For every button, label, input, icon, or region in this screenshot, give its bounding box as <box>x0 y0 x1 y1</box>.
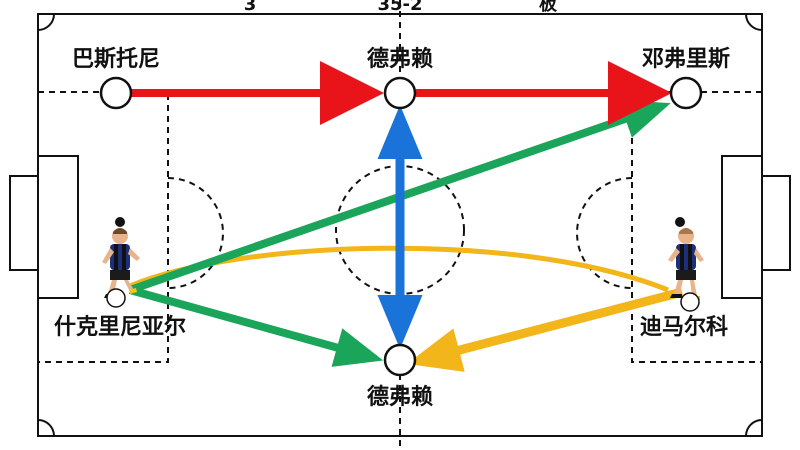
football-player-icon-right[interactable] <box>668 228 704 312</box>
pitch-markings <box>9 0 791 450</box>
corner-arc-tl <box>37 13 55 31</box>
position-nodes <box>99 76 703 377</box>
right-goal <box>761 175 791 271</box>
label-de-vrij-bottom: 德弗赖 <box>367 384 433 410</box>
node-dumfries[interactable] <box>669 76 703 110</box>
left-penalty-arc <box>167 177 224 289</box>
label-de-vrij-top: 德弗赖 <box>367 46 433 72</box>
right-penalty-box <box>631 91 762 363</box>
football-icon-left <box>106 288 126 308</box>
football-icon-right <box>680 292 700 312</box>
node-de-vrij-top[interactable] <box>383 76 417 110</box>
label-dumfries: 邓弗里斯 <box>642 46 730 72</box>
corner-arc-br <box>745 419 763 437</box>
top-text-left: 3 <box>244 0 257 15</box>
node-bastoni[interactable] <box>99 76 133 110</box>
right-six-yard-box <box>721 155 763 299</box>
right-penalty-arc <box>576 177 633 289</box>
right-penalty-spot <box>675 217 685 227</box>
corner-arc-tr <box>745 13 763 31</box>
node-de-vrij-bottom[interactable] <box>383 343 417 377</box>
label-bastoni: 巴斯托尼 <box>72 46 160 72</box>
corner-arc-bl <box>37 419 55 437</box>
label-dimarco: 迪马尔科 <box>640 314 728 340</box>
pass-arrows <box>128 61 684 372</box>
left-penalty-spot <box>115 217 125 227</box>
top-text-right: 板 <box>539 0 558 15</box>
left-six-yard-box <box>37 155 79 299</box>
top-text-center: 35-2 <box>377 0 422 15</box>
left-penalty-box <box>38 91 169 363</box>
label-skriniar: 什克里尼亚尔 <box>54 314 186 340</box>
football-player-icon-left[interactable] <box>102 228 140 308</box>
left-goal <box>9 175 39 271</box>
yellow-arrow-to-devrij <box>406 287 684 372</box>
green-arrow-to-devrij <box>128 286 384 367</box>
